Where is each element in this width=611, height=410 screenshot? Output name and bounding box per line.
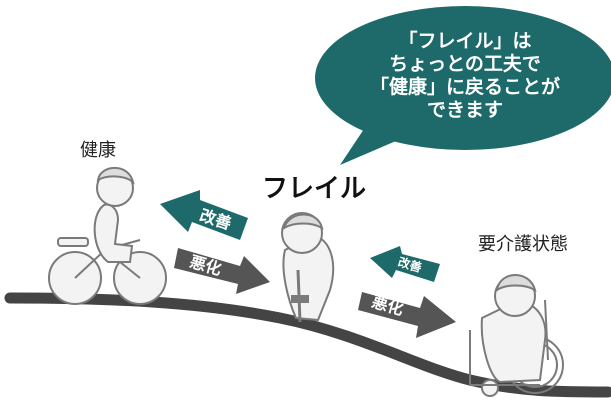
speech-bubble — [315, 6, 611, 165]
improve-arrow-2 — [370, 246, 440, 282]
frail-elderly-figure — [281, 212, 335, 323]
care-needed-label: 要介護状態 — [478, 234, 568, 255]
worsen-arrow-1 — [174, 248, 270, 294]
speech-bubble-text: 「フレイル」は ちょっとの工夫で 「健康」に戻ることが できます — [369, 30, 560, 121]
wheelchair-figure — [469, 274, 564, 397]
worsen-arrow-2 — [358, 292, 456, 338]
improve-arrow-1 — [160, 190, 248, 240]
healthy-label: 健康 — [80, 140, 116, 161]
healthy-cyclist-figure — [48, 166, 167, 305]
frail-label: フレイル — [262, 174, 367, 204]
